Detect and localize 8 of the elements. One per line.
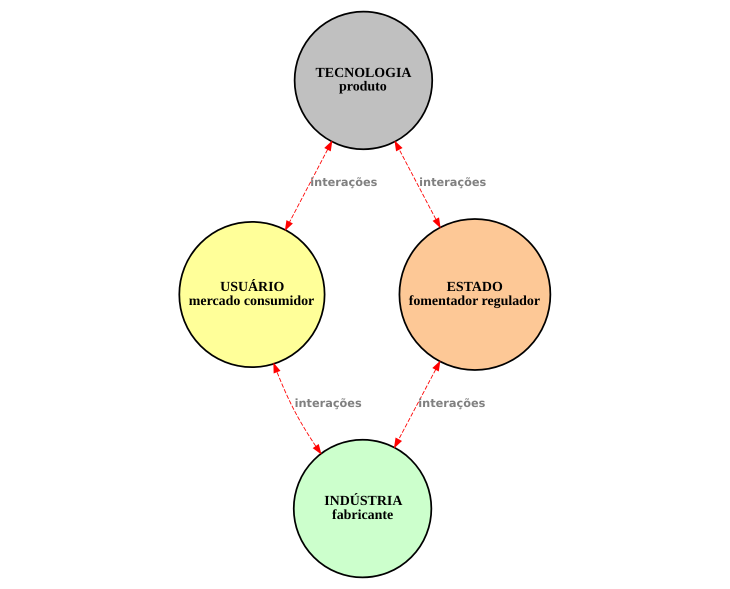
arrow xyxy=(273,362,322,455)
edge-label: interações xyxy=(310,175,378,190)
edge-label: interações xyxy=(418,396,486,410)
edge-label: interações xyxy=(294,396,362,410)
arrow xyxy=(284,140,332,232)
arrow xyxy=(394,360,440,448)
edge-label: interações xyxy=(419,175,486,190)
arrow xyxy=(394,140,441,228)
